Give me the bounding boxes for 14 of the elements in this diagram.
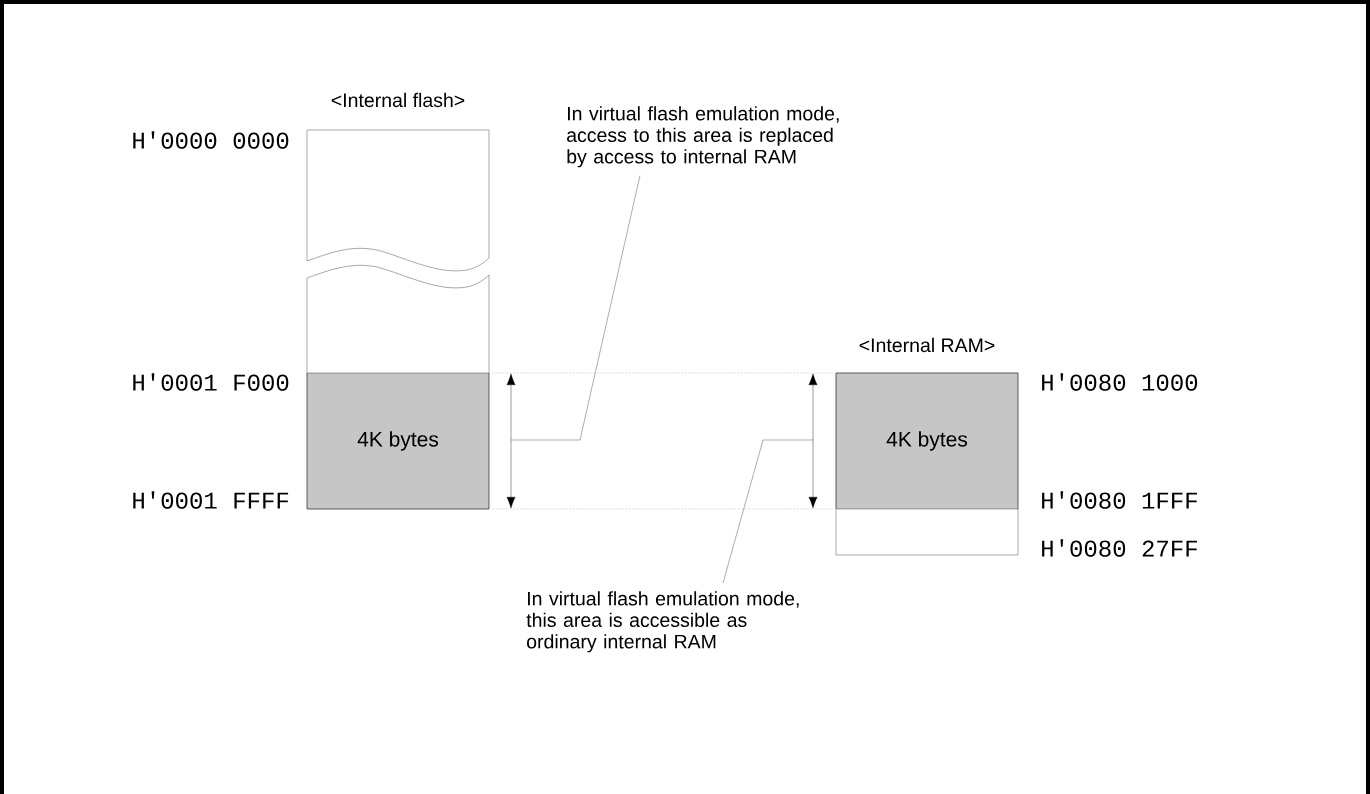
leader-line — [510, 175, 641, 441]
memory-column — [306, 92, 490, 510]
column-heading: <Internal flash> — [331, 92, 465, 108]
address-label: H'0080 1FFF — [1042, 491, 1197, 509]
address-label: H'0000 0000 — [133, 131, 289, 149]
column-heading: <Internal RAM> — [859, 337, 995, 353]
memory-column — [835, 337, 1019, 556]
memory-block: 4K bytes — [835, 372, 1019, 510]
address-label: H'0080 1000 — [1042, 373, 1198, 391]
leader-line — [722, 439, 814, 584]
memory-block: 4K bytes — [306, 372, 490, 510]
callout-text: In virtual flash emulation mode, this area is accessible as ordinary internal RAM — [526, 591, 799, 653]
callout-text: In virtual flash emulation mode, access to this area is replaced by access to internal RAM — [567, 106, 839, 168]
address-label: H'0080 27FF — [1042, 539, 1197, 557]
